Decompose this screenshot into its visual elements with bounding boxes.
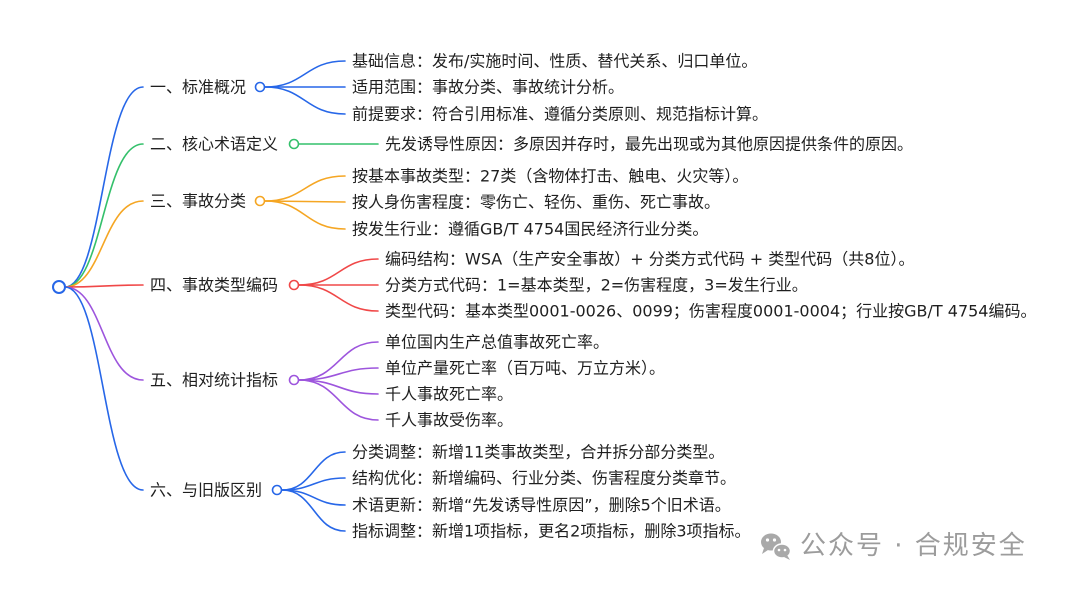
leaf-text: 术语更新：新增“先发诱导性原因”，删除5个旧术语。 [352,496,731,515]
leaf-text: 千人事故死亡率。 [385,385,513,404]
branch-node [254,81,266,93]
leaf-connector [264,86,346,115]
watermark-text: 公众号 · 合规安全 [800,531,1027,561]
watermark: 公众号 · 合规安全 [761,531,1027,561]
leaf-connector [298,341,379,381]
leaf-connector [281,489,346,506]
root-connector [64,200,144,288]
branch-type-coding: 四、事故类型编码 编码结构：WSA（生产安全事故）+ 分类方式代码 + 类型代码… [64,250,1037,321]
branch-node [288,138,300,150]
branch-accident-classification: 三、事故分类 按基本事故类型：27类（含物体打击、触电、火灾等）。 按人身伤害程… [64,167,748,288]
leaf-text: 编码结构：WSA（生产安全事故）+ 分类方式代码 + 类型代码（共8位）。 [385,250,914,269]
leaf-text: 单位国内生产总值事故死亡率。 [385,333,609,352]
branch-node [271,484,283,496]
leaf-connector [264,175,346,202]
leaf-text: 分类方式代码：1=基本类型，2=伤害程度，3=发生行业。 [385,276,808,295]
leaf-text: 单位产量死亡率（百万吨、万立方米）。 [385,359,665,378]
root-node [52,280,66,294]
leaf-text: 按基本事故类型：27类（含物体打击、触电、火灾等）。 [352,167,748,186]
leaf-text: 千人事故受伤率。 [385,411,513,430]
branch-label: 三、事故分类 [150,192,246,211]
branch-node [254,195,266,207]
leaf-text: 按发生行业：遵循GB/T 4754国民经济行业分类。 [352,220,708,239]
leaf-connector [281,489,346,532]
leaf-text: 先发诱导性原因：多原因并存时，最先出现或为其他原因提供条件的原因。 [385,135,913,154]
root-connector [64,286,144,491]
branch-label: 一、标准概况 [150,78,246,97]
branch-node [288,279,300,291]
leaf-text: 按人身伤害程度：零伤亡、轻伤、重伤、死亡事故。 [352,193,720,212]
root-connector [64,284,144,288]
branch-node [288,374,300,386]
leaf-text: 结构优化：新增编码、行业分类、伤害程度分类章节。 [352,469,736,488]
branch-label: 二、核心术语定义 [150,135,278,154]
leaf-connector [298,379,379,421]
branch-standard-overview: 一、标准概况 基础信息：发布/实施时间、性质、替代关系、归口单位。 适用范围：事… [64,52,768,288]
branch-core-terms: 二、核心术语定义 先发诱导性原因：多原因并存时，最先出现或为其他原因提供条件的原… [64,135,913,288]
branch-differences-from-old-version: 六、与旧版区别 分类调整：新增11类事故类型，合并拆分部分类型。 结构优化：新增… [64,286,751,541]
leaf-text: 前提要求：符合引用标准、遵循分类原则、规范指标计算。 [352,105,768,124]
wechat-icon [761,533,792,560]
root-connector [64,286,144,381]
leaf-text: 指标调整：新增1项指标，更名2项指标，删除3项指标。 [352,522,751,541]
leaf-connector [298,284,379,312]
branch-label: 六、与旧版区别 [150,481,262,500]
root-connector [64,86,144,288]
leaf-text: 基础信息：发布/实施时间、性质、替代关系、归口单位。 [352,52,757,71]
leaf-text: 类型代码：基本类型0001-0026、0099；伤害程度0001-0004；行业… [385,302,1037,321]
branch-label: 五、相对统计指标 [150,371,278,390]
leaf-connector [264,60,346,88]
root-connector [64,143,144,288]
leaf-text: 适用范围：事故分类、事故统计分析。 [352,78,624,97]
branch-relative-indicators: 五、相对统计指标 单位国内生产总值事故死亡率。 单位产量死亡率（百万吨、万立方米… [64,286,665,430]
leaf-connector [281,451,346,491]
leaf-connector [264,200,346,230]
branch-label: 四、事故类型编码 [150,276,278,295]
leaf-connector [264,200,346,203]
leaf-text: 分类调整：新增11类事故类型，合并拆分部分类型。 [352,443,724,462]
leaf-connector [298,258,379,286]
